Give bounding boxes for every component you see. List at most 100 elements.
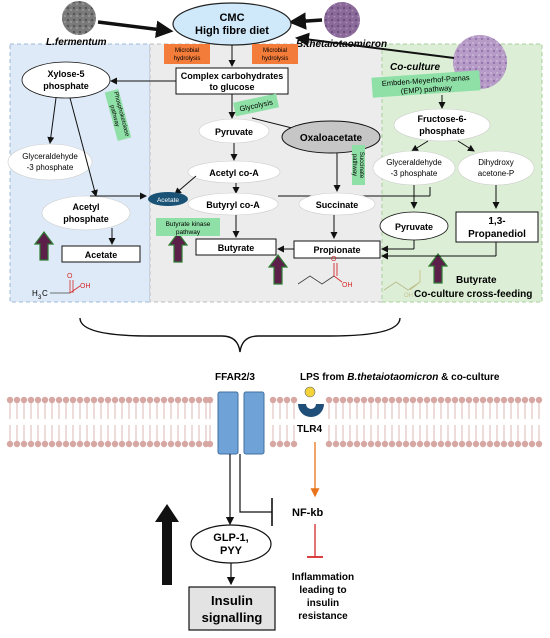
- lipid-head: [339, 396, 347, 404]
- lipid-head: [332, 396, 340, 404]
- up-arrow-propionate: [267, 254, 289, 285]
- lipid-head: [388, 396, 396, 404]
- svg-text:(EMP) pathway: (EMP) pathway: [400, 83, 452, 96]
- lipid-head: [507, 440, 515, 448]
- svg-text:signalling: signalling: [202, 610, 263, 625]
- svg-text:Acetate: Acetate: [85, 250, 118, 260]
- butyrate-structure: OH: [383, 270, 421, 299]
- lipid-head: [132, 440, 140, 448]
- butyryl-coa: [187, 192, 279, 216]
- svg-text:-3 phosphate: -3 phosphate: [391, 169, 438, 178]
- summary-brace: [79, 317, 401, 353]
- lipid-head: [6, 396, 14, 404]
- crossfeed-butyrate: Butyrate: [456, 275, 497, 286]
- nfkb-label: NF-kb: [292, 507, 323, 519]
- arrow-lf-cmc: [97, 20, 174, 38]
- lipid-head: [76, 396, 84, 404]
- lipid-head: [104, 440, 112, 448]
- propanediol-box: [455, 211, 539, 243]
- lipid-head: [276, 396, 284, 404]
- svg-text:H: H: [32, 289, 38, 298]
- svg-text:Acetate: Acetate: [157, 197, 179, 204]
- lipid-head: [402, 440, 410, 448]
- lipid-head: [465, 440, 473, 448]
- lipid-head: [283, 396, 291, 404]
- dihydroxy-acetone-p: [457, 150, 535, 186]
- lipid-head: [195, 396, 203, 404]
- lipid-head: [83, 396, 91, 404]
- svg-text:PYY: PYY: [220, 545, 243, 557]
- lipid-head: [507, 396, 515, 404]
- lipid-head: [486, 396, 494, 404]
- lipid-head: [125, 396, 133, 404]
- lipid-head: [90, 440, 98, 448]
- lipid-head: [514, 396, 522, 404]
- butyrate-kinase-label: [156, 218, 220, 236]
- cmc-label: CMC: [219, 12, 244, 24]
- svg-text:Succinate: Succinate: [316, 200, 359, 210]
- lipid-head: [500, 396, 508, 404]
- lipid-head: [104, 396, 112, 404]
- lipid-head: [388, 440, 396, 448]
- svg-text:hydrolysis: hydrolysis: [174, 56, 201, 62]
- b-theta-image: [324, 2, 360, 38]
- lipid-head: [20, 440, 28, 448]
- l-fermentum-label: L.fermentum: [46, 37, 107, 48]
- svg-text:-3 phosphate: -3 phosphate: [27, 163, 74, 172]
- svg-text:Microbial: Microbial: [175, 48, 199, 54]
- svg-text:Pyruvate: Pyruvate: [395, 222, 433, 232]
- lipid-head: [48, 396, 56, 404]
- lipid-head: [27, 396, 35, 404]
- lipid-head: [374, 396, 382, 404]
- svg-text:insulin: insulin: [307, 598, 339, 609]
- svg-text:acetone-P: acetone-P: [478, 169, 514, 178]
- phosphoketolase-label: [104, 89, 132, 141]
- lipid-head: [367, 396, 375, 404]
- lipid-head: [160, 440, 168, 448]
- lipid-head: [290, 440, 298, 448]
- high-fibre-label: High fibre diet: [195, 25, 269, 37]
- lipid-head: [339, 440, 347, 448]
- up-arrow-butyrate: [167, 232, 189, 263]
- lipid-head: [13, 440, 21, 448]
- lipid-head: [174, 396, 182, 404]
- svg-text:O: O: [331, 256, 337, 263]
- lipid-head: [83, 440, 91, 448]
- lipid-head: [381, 440, 389, 448]
- svg-text:Insulin: Insulin: [211, 593, 253, 608]
- svg-text:Succinate: Succinate: [358, 152, 364, 179]
- lipid-head: [402, 396, 410, 404]
- l-fermentum-image: [62, 1, 96, 35]
- lipid-head: [444, 440, 452, 448]
- lipid-head: [332, 440, 340, 448]
- lipid-head: [493, 396, 501, 404]
- lipid-head: [465, 396, 473, 404]
- svg-text:hydrolysis: hydrolysis: [262, 56, 289, 62]
- propionate-structure: O OH: [297, 256, 353, 289]
- lipid-head: [472, 440, 480, 448]
- lipid-head: [374, 440, 382, 448]
- lipid-head: [395, 440, 403, 448]
- up-arrow-acetate: [33, 231, 55, 261]
- svg-text:leading to: leading to: [299, 585, 346, 596]
- lipid-head: [6, 440, 14, 448]
- svg-text:O: O: [67, 273, 73, 280]
- lipid-head: [41, 396, 49, 404]
- lipid-head: [416, 440, 424, 448]
- lipid-head: [430, 396, 438, 404]
- acetyl-phosphate: [41, 195, 131, 231]
- svg-text:OH: OH: [80, 283, 91, 290]
- lipid-head: [76, 440, 84, 448]
- lipid-head: [458, 440, 466, 448]
- svg-text:pathway: pathway: [351, 154, 357, 176]
- lipid-head: [146, 440, 154, 448]
- lipid-head: [451, 396, 459, 404]
- svg-text:to glucose: to glucose: [209, 82, 254, 92]
- lipid-head: [181, 440, 189, 448]
- lipid-head: [111, 440, 119, 448]
- ffar-receptor-right: [243, 391, 265, 455]
- svg-text:Microbial: Microbial: [263, 48, 287, 54]
- lipid-head: [409, 440, 417, 448]
- lipid-head: [153, 440, 161, 448]
- lipid-head: [276, 440, 284, 448]
